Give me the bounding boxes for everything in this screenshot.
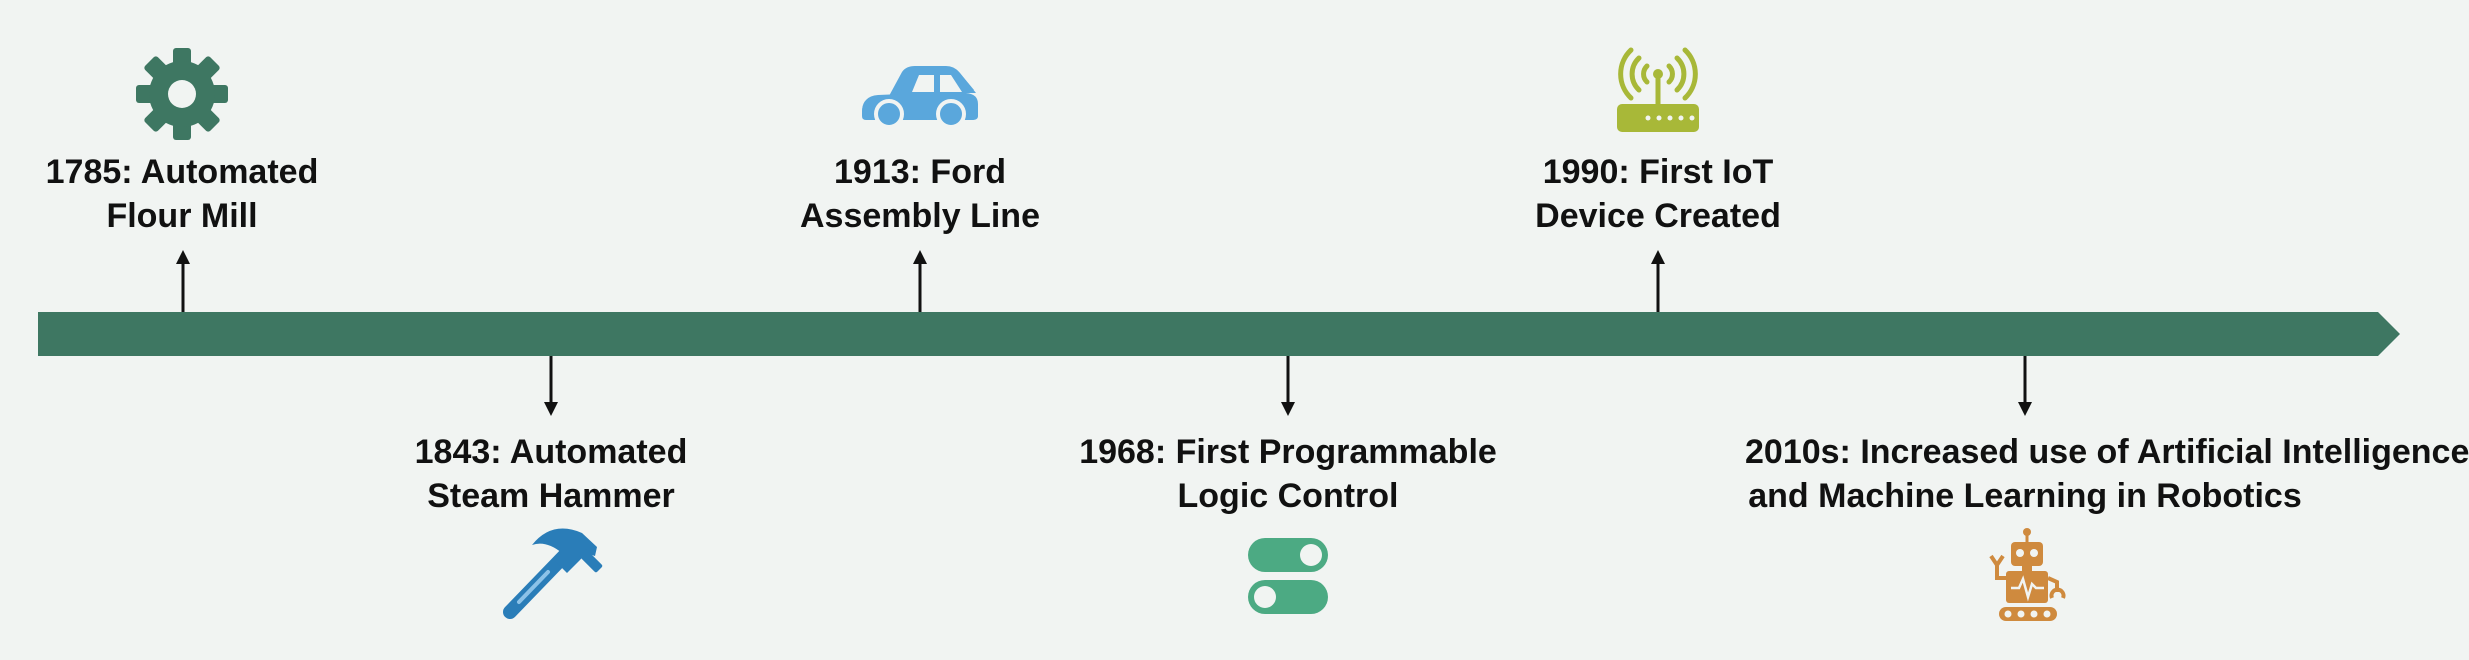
event-label-1913: 1913: Ford Assembly Line bbox=[640, 150, 1200, 238]
event-label-line-2: Flour Mill bbox=[106, 197, 258, 235]
event-label-1990: 1990: First IoT Device Created bbox=[1378, 150, 1938, 238]
gear-icon bbox=[136, 48, 228, 140]
connector-1990 bbox=[1651, 250, 1665, 312]
connector-2010s bbox=[2018, 356, 2032, 416]
car-icon bbox=[862, 66, 978, 129]
event-label-line-2: Assembly Line bbox=[800, 197, 1040, 235]
event-label-line-1: 1913: Ford bbox=[834, 153, 1006, 191]
event-label-2010s: 2010s: Increased use of Artificial Intel… bbox=[1745, 430, 2469, 518]
timeline-bar bbox=[38, 312, 2400, 356]
robot-icon bbox=[1989, 528, 2066, 621]
event-label-line-2: and Machine Learning in Robotics bbox=[1748, 477, 2302, 515]
event-label-line-1: 1785: Automated bbox=[45, 153, 319, 191]
event-label-1843: 1843: Automated Steam Hammer bbox=[271, 430, 831, 518]
event-label-line-1: 1968: First Programmable bbox=[1079, 433, 1497, 471]
hammer-icon bbox=[503, 528, 603, 619]
event-label-line-1: 2010s: Increased use of Artificial Intel… bbox=[1745, 433, 2469, 471]
wifi-router-icon bbox=[1617, 47, 1699, 132]
event-label-line-2: Logic Control bbox=[1177, 477, 1399, 515]
connector-1785 bbox=[176, 250, 190, 312]
event-label-1968: 1968: First Programmable Logic Control bbox=[1008, 430, 1568, 518]
event-label-line-2: Device Created bbox=[1535, 197, 1781, 235]
event-label-1785: 1785: Automated Flour Mill bbox=[0, 150, 462, 238]
connector-1843 bbox=[544, 356, 558, 416]
event-label-line-1: 1843: Automated bbox=[414, 433, 688, 471]
event-label-line-2: Steam Hammer bbox=[427, 477, 675, 515]
connector-1913 bbox=[913, 250, 927, 312]
toggle-switch-icon bbox=[1248, 538, 1328, 614]
connector-1968 bbox=[1281, 356, 1295, 416]
event-label-line-1: 1990: First IoT bbox=[1542, 153, 1774, 191]
